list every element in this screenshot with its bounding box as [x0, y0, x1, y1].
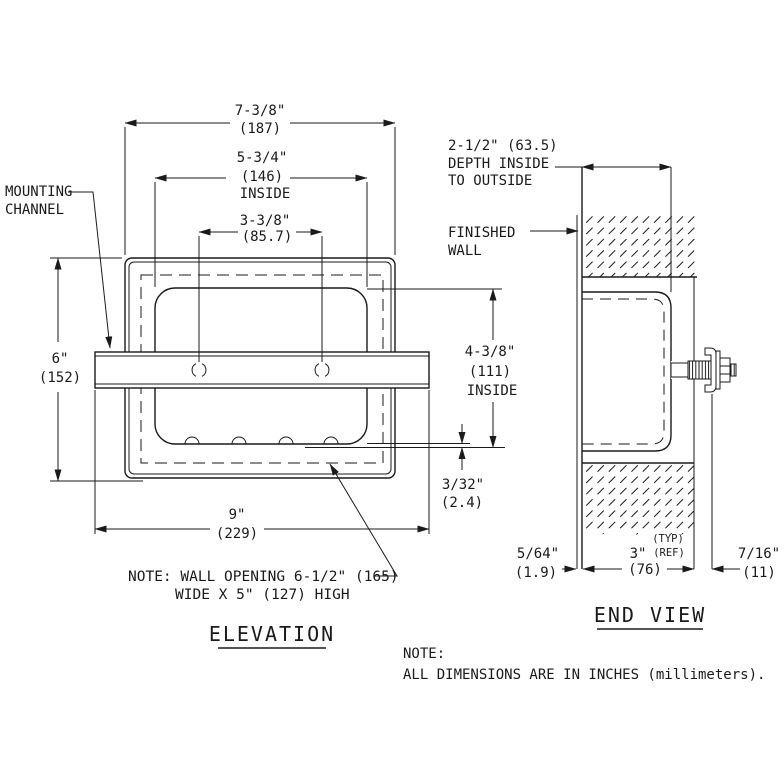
- dim-hole-spacing: 3-3/8" (85.7): [198, 213, 323, 245]
- bolt-shank: [670, 362, 689, 378]
- dim-length-in: 9": [229, 507, 246, 523]
- dim-height-inside-mm: (111): [469, 364, 511, 380]
- dim-height-in: 6": [52, 351, 69, 367]
- dim-depth-line2: DEPTH INSIDE: [448, 156, 549, 172]
- wall-opening-note-line2: WIDE X 5" (127) HIGH: [175, 587, 350, 603]
- footer-note: NOTE: ALL DIMENSIONS ARE IN INCHES (mill…: [403, 646, 765, 683]
- mounting-channel-label-line1: MOUNTING: [5, 184, 72, 200]
- dim-width-inside-in: 5-3/4": [237, 150, 288, 166]
- dim-depth-line3: TO OUTSIDE: [448, 173, 532, 189]
- wall-hatch-bottom: [582, 463, 694, 536]
- dim-channel-thickness-in: 5/64": [517, 546, 559, 562]
- finished-wall-label-line1: FINISHED: [448, 225, 515, 241]
- dim-hole-spacing-in: 3-3/8": [240, 213, 291, 229]
- wall-hatch-top: [582, 215, 699, 277]
- bolt-threads: [687, 360, 712, 380]
- end-view-title-text: END VIEW: [594, 603, 706, 627]
- mounting-channel-bar: [94, 351, 430, 389]
- elevation-extension-lines: [50, 127, 505, 534]
- footer-note-text: ALL DIMENSIONS ARE IN INCHES (millimeter…: [403, 667, 765, 683]
- dim-bolt-projection-in: 7/16": [738, 546, 780, 562]
- dim-width-inside-mm: (146): [241, 169, 283, 185]
- dim-length: 9" (229): [94, 507, 430, 542]
- dim-bottom-gap: 3/32" (2.4): [441, 424, 484, 511]
- dim-height-inside-note: INSIDE: [467, 383, 518, 399]
- dim-depth: 2-1/2" (63.5) DEPTH INSIDE TO OUTSIDE: [448, 138, 672, 189]
- dim-length-mm: (229): [216, 526, 258, 542]
- dim-height-mm: (152): [39, 370, 81, 386]
- finished-wall-callout: FINISHED WALL: [448, 225, 579, 259]
- end-view-title: END VIEW: [594, 603, 706, 630]
- dim-wall-thickness: 3" (76) (TYP) (REF): [582, 533, 695, 578]
- dim-wall-thickness-in: 3": [630, 546, 647, 562]
- finished-wall-label-line2: WALL: [448, 243, 482, 259]
- dim-width-outer-in: 7-3/8": [235, 103, 286, 119]
- dim-bottom-gap-mm: (2.4): [441, 495, 483, 511]
- dim-wall-thickness-mm: (76): [628, 562, 662, 578]
- end-view: 2-1/2" (63.5) DEPTH INSIDE TO OUTSIDE FI…: [448, 138, 780, 630]
- dim-wall-thickness-typ: (TYP): [652, 533, 684, 545]
- dim-width-outer: 7-3/8" (187): [124, 103, 396, 137]
- wall-opening-leader: [329, 463, 398, 577]
- dim-height-inside: 4-3/8" (111) INSIDE: [465, 288, 518, 448]
- nut: [719, 357, 731, 383]
- dim-bottom-gap-in: 3/32": [442, 477, 484, 493]
- bottom-notches: [184, 436, 339, 445]
- elevation-title-text: ELEVATION: [209, 622, 335, 646]
- wall-opening-note-line1: NOTE: WALL OPENING 6-1/2" (165): [128, 569, 399, 585]
- dim-bolt-projection: 7/16" (11): [711, 546, 780, 581]
- wall-opening-note: NOTE: WALL OPENING 6-1/2" (165) WIDE X 5…: [128, 463, 399, 603]
- washer: [715, 350, 721, 390]
- dim-width-inside-note: INSIDE: [240, 186, 291, 202]
- bolt-tip: [729, 363, 737, 377]
- dim-wall-thickness-ref: (REF): [653, 547, 685, 559]
- dim-hole-spacing-mm: (85.7): [242, 229, 293, 245]
- box-profile-hidden-line: [582, 298, 665, 445]
- dim-height: 6" (152): [39, 257, 81, 482]
- box-profile: [582, 291, 672, 452]
- footer-note-label: NOTE:: [403, 646, 445, 662]
- mounting-channel-label-line2: CHANNEL: [5, 202, 64, 218]
- elevation-title: ELEVATION: [209, 622, 335, 649]
- dim-width-outer-mm: (187): [239, 121, 281, 137]
- channel-hole-left: [191, 363, 207, 377]
- dim-channel-thickness-mm: (1.9): [515, 565, 557, 581]
- dim-width-inside: 5-3/4" (146) INSIDE: [154, 150, 368, 202]
- channel-hole-right: [314, 363, 330, 377]
- mounting-bolt-assembly: [670, 347, 737, 393]
- dim-height-inside-in: 4-3/8": [465, 344, 516, 360]
- dim-depth-line1: 2-1/2" (63.5): [448, 138, 558, 154]
- elevation-view: 7-3/8" (187) 5-3/4" (146) INSIDE 3-3/8" …: [5, 103, 518, 649]
- dim-channel-thickness: 5/64" (1.9): [515, 546, 577, 581]
- mounting-channel-callout: MOUNTING CHANNEL: [5, 184, 113, 349]
- mounting-channel-leader: [68, 191, 113, 349]
- dim-bolt-projection-mm: (11): [742, 565, 776, 581]
